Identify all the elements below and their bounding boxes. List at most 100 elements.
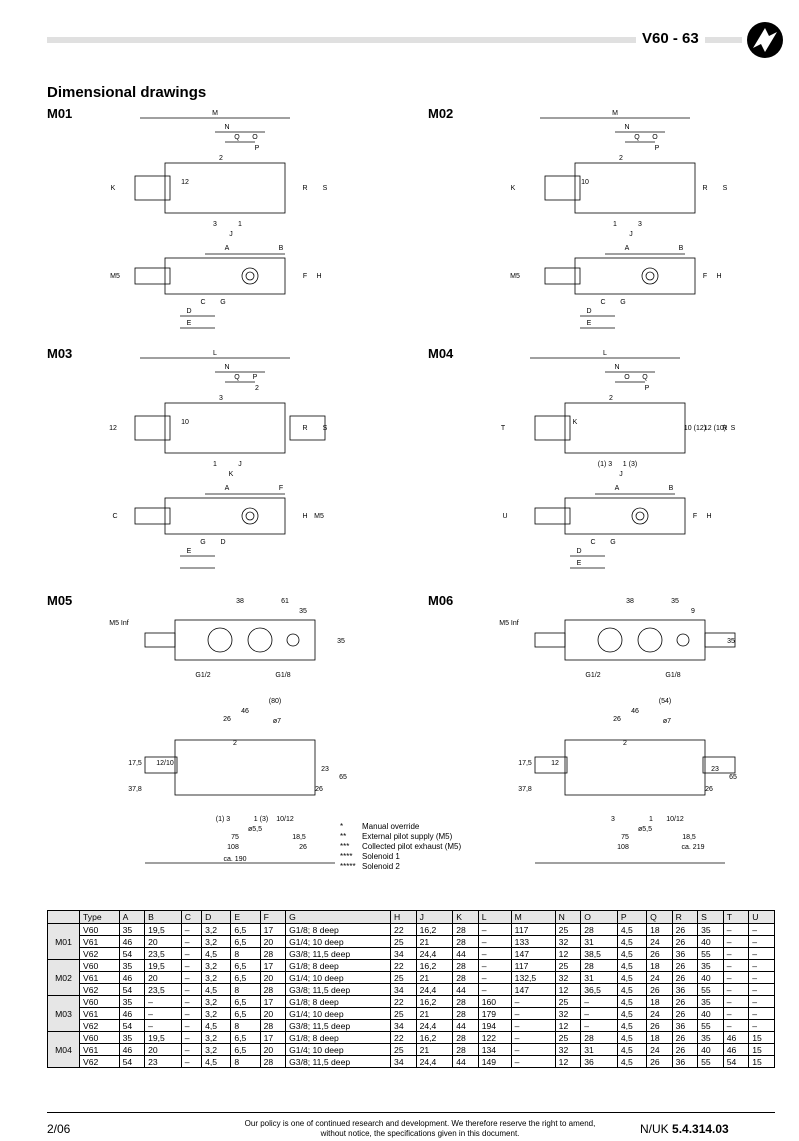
table-cell: 12 [554,983,582,996]
port-circle [207,627,233,653]
dimension-label: 35 [671,598,679,605]
table-cell: – [180,983,203,996]
drawing-label-m03: M03 [47,346,73,361]
table-cell: 17 [259,995,287,1008]
dimension-label: O [624,374,630,381]
table-cell: 26 [671,923,699,936]
table-cell: 3,2 [201,995,232,1008]
dimension-label: 3 [219,395,223,402]
table-cell: 117 [510,923,556,936]
dimension-label: C [112,513,117,520]
table-cell: 24 [646,1043,673,1056]
table-cell: – [722,947,750,960]
dimension-label: P [255,145,260,152]
dimension-label: R [302,425,307,432]
dimension-label: Q [634,134,640,141]
table-cell: 16,2 [415,995,454,1008]
dimension-label: 10 [181,419,189,426]
table-cell: G3/8; 11,5 deep [285,1019,392,1032]
table-cell: 44 [452,1055,479,1068]
table-cell: 21 [415,935,454,948]
table-cell: 46 [118,1007,146,1020]
table-cell: – [180,1019,203,1032]
dimension-label: M5 Inf [109,620,129,627]
table-cell: 28 [452,923,479,936]
table-cell: 26 [671,971,699,984]
dimension-label: N [224,124,229,131]
table-cell: G1/8; 8 deep [285,923,392,936]
table-cell: – [510,1019,556,1032]
table-cell: 32 [554,1007,582,1020]
table-cell: 4,5 [616,1019,648,1032]
dimension-label: 26 [223,716,231,723]
table-cell: – [510,1031,556,1044]
table-cell: – [748,947,775,960]
dimension-label: R [722,425,727,432]
dimension-label: 37,8 [518,786,532,793]
table-header: L [477,910,512,924]
table-cell: 28 [452,995,479,1008]
dimension-label: J [238,461,242,468]
dimension-label: 10 [581,179,589,186]
table-cell: 3,2 [201,923,232,936]
table-cell: 24 [646,1007,673,1020]
table-cell: 3,2 [201,971,232,984]
table-cell: V62 [79,983,120,996]
table-cell: – [748,983,775,996]
table-cell: 22 [390,1031,417,1044]
dimension-label: G1/2 [585,672,600,679]
port-circle [676,633,690,647]
drawing-label-m06: M06 [428,593,454,608]
table-cell: G3/8; 11,5 deep [285,983,392,996]
dimension-label: 2 [233,740,237,747]
drawing-lines [534,619,736,864]
table-cell: 35 [697,995,724,1008]
policy-text: Our policy is one of continued research … [244,1119,596,1138]
table-cell: 26 [646,1055,673,1068]
drawing-lines [134,357,326,569]
port-circle [286,633,300,647]
table-cell: 32 [554,1043,582,1056]
dimension-label: (1) 3 [216,816,231,823]
table-cell: 20 [144,971,182,984]
table-cell: 3,2 [201,935,232,948]
dimension-label: 2 [255,385,259,392]
table-cell: 4,5 [616,1043,648,1056]
table-cell: 15 [748,1031,775,1044]
document-code: N/UK 5.4.314.03 [640,1122,729,1136]
table-cell: 20 [259,971,287,984]
table-cell: 32 [554,935,582,948]
table-group-label: M03 [47,995,80,1032]
table-cell: 4,5 [201,1019,232,1032]
table-cell: 4,5 [616,1007,648,1020]
table-header: B [144,910,182,924]
table-group-label: M04 [47,1031,80,1068]
table-cell: 28 [452,959,479,972]
valve-body [564,619,706,661]
table-cell: – [510,1055,556,1068]
dimension-label: 26 [705,786,713,793]
dimension-label: 2 [609,395,613,402]
dimension-label: 65 [339,774,347,781]
dimension-label: ø7 [273,718,281,725]
dimension-label: D [586,308,591,315]
valve-body [564,739,706,796]
dimension-label: B [679,245,684,252]
table-cell: 25 [390,935,417,948]
solenoid [704,632,736,648]
table-cell: V62 [79,1019,120,1032]
table-cell: V60 [79,923,120,936]
section-title: Dimensional drawings [47,84,207,101]
dimension-label: C [590,539,595,546]
table-cell: 25 [554,1031,582,1044]
table-cell: 25 [390,971,417,984]
table-cell: – [180,1007,203,1020]
table-cell: 54 [118,947,146,960]
table-cell: 46 [118,935,146,948]
table-cell: – [748,1019,775,1032]
dimension-label: M [212,110,218,117]
